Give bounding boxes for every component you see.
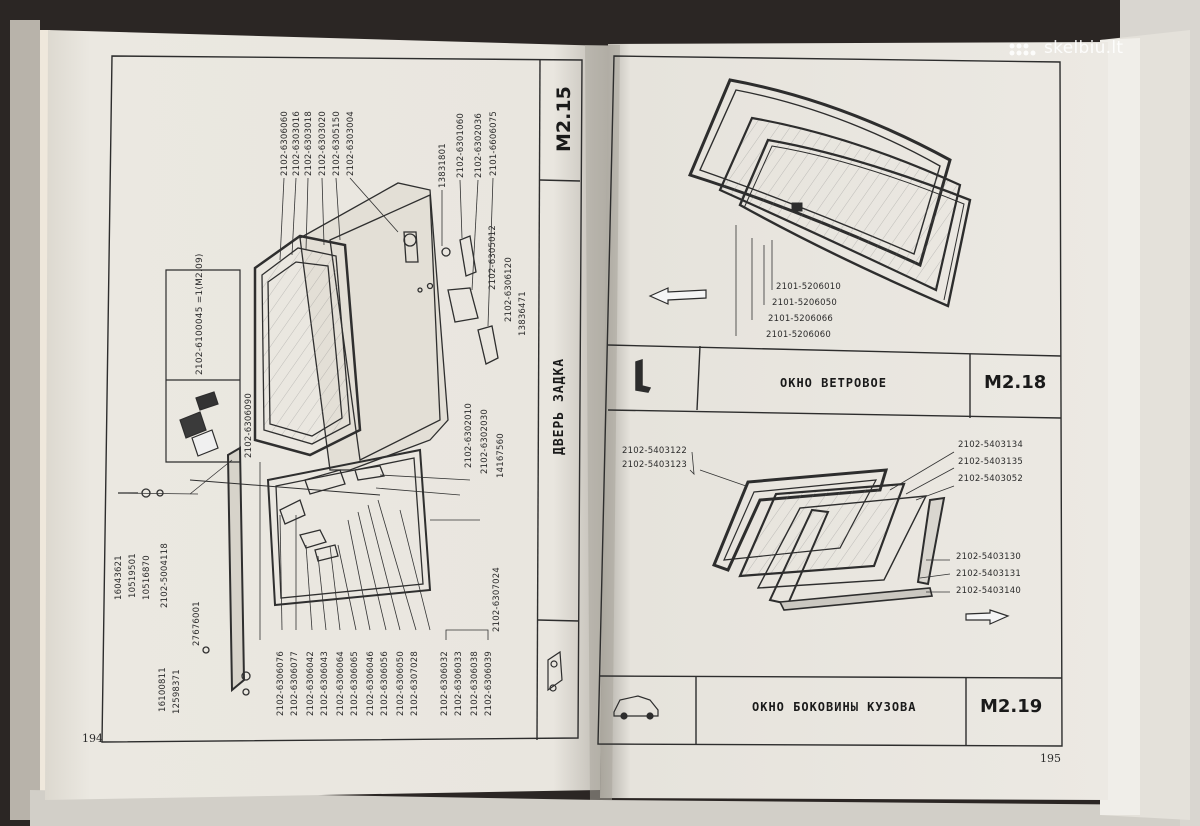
- bottom-section-code: M2.19: [980, 696, 1043, 717]
- part-label: 2102-6306038: [470, 651, 480, 716]
- top-section-code: M2.18: [984, 372, 1047, 393]
- part-label: 2102-6306032: [440, 651, 450, 716]
- left-page-number: 194: [82, 732, 103, 745]
- part-label: 2101-5206050: [772, 298, 837, 308]
- part-label: 2102-6303018: [304, 111, 314, 176]
- part-label: 2102-6306033: [454, 651, 464, 716]
- left-section-title: ДВЕРЬ ЗАДКА: [552, 357, 567, 455]
- left-section-code: M2.15: [553, 86, 575, 152]
- part-label: 2102-5403130: [956, 552, 1021, 562]
- part-label: 2102-6306042: [306, 651, 316, 716]
- part-label: 2102-6302030: [480, 409, 490, 474]
- part-label: 2102-6307024: [492, 567, 502, 632]
- part-label: 2102-6306064: [336, 651, 346, 716]
- part-label: 16043621: [114, 555, 124, 600]
- part-label: 2102-5403122: [622, 446, 687, 456]
- part-label: 2102-6303016: [292, 111, 302, 176]
- part-label: 2102-5403052: [958, 474, 1023, 484]
- part-label: 10516870: [142, 555, 152, 600]
- part-label: 10519501: [128, 553, 138, 598]
- part-label: 2101-6606075: [489, 111, 499, 176]
- part-label: 2102-6306120: [504, 257, 514, 322]
- part-label: 2102-6307028: [410, 651, 420, 716]
- right-page-number: 195: [1040, 752, 1061, 765]
- part-label: 2101-5206010: [776, 282, 841, 292]
- part-label: 2102-5403140: [956, 586, 1021, 596]
- part-label: 2102-6306043: [320, 651, 330, 716]
- part-label: 27676001: [192, 601, 202, 646]
- part-label: 13831801: [438, 143, 448, 188]
- part-label: 2102-5403134: [958, 440, 1023, 450]
- watermark-text: skelbiu.lt: [1044, 38, 1124, 58]
- part-label: 2102-6306046: [366, 651, 376, 716]
- part-label: 2102-5403123: [622, 460, 687, 470]
- part-label: 2102-6306077: [290, 651, 300, 716]
- part-label: 2102-5403135: [958, 457, 1023, 467]
- part-label: 2102-6306060: [280, 111, 290, 176]
- part-label: 2102-5403131: [956, 569, 1021, 579]
- part-label: 2102-6302010: [464, 403, 474, 468]
- part-label: 2102-6305012: [488, 225, 498, 290]
- part-label: 14167560: [496, 433, 506, 478]
- part-label: 2102-6303004: [346, 111, 356, 176]
- part-label: 2102-6306056: [380, 651, 390, 716]
- part-label: 2101-5206060: [766, 330, 831, 340]
- part-label: 2102-6303020: [318, 111, 328, 176]
- part-label: 2102-6306050: [396, 651, 406, 716]
- part-label: 2101-5206066: [768, 314, 833, 324]
- part-label: 16100811: [158, 667, 168, 712]
- part-label: 2102-6306039: [484, 651, 494, 716]
- part-label: 2102-6306065: [350, 651, 360, 716]
- part-label: 2102-6302036: [474, 113, 484, 178]
- part-label: 2102-6301060: [456, 113, 466, 178]
- top-section-title: ОКНО ВЕТРОВОЕ: [780, 376, 887, 390]
- callout-text: 2102-6100045 =1(M2.09): [195, 253, 205, 375]
- part-label: 12598371: [172, 669, 182, 714]
- part-label: 2102-6306090: [244, 393, 254, 458]
- part-label: 2102-5004118: [160, 543, 170, 608]
- part-label: 2102-6306076: [276, 651, 286, 716]
- bottom-section-title: ОКНО БОКОВИНЫ КУЗОВА: [752, 700, 917, 714]
- part-label: 2102-6305150: [332, 111, 342, 176]
- part-label: 13836471: [518, 291, 528, 336]
